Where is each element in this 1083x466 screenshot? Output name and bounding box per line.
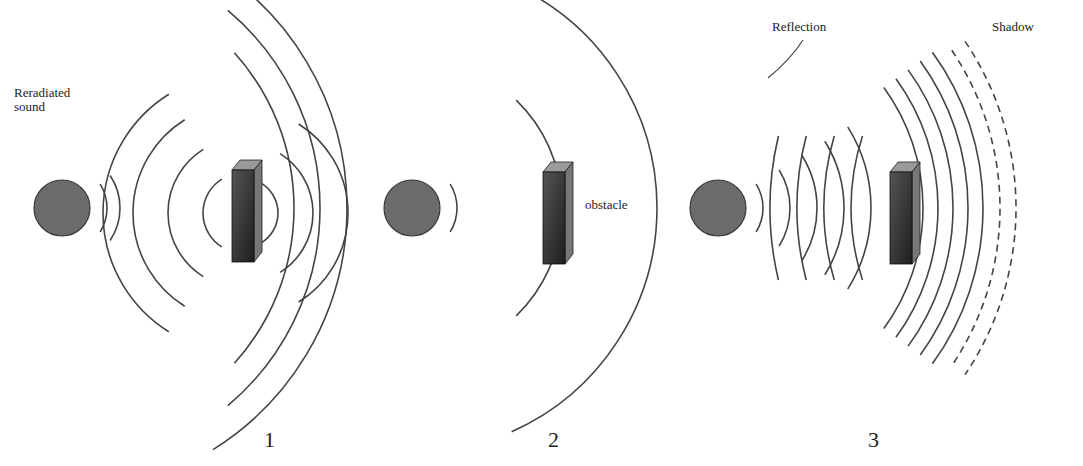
wave-front	[110, 176, 120, 241]
wave-front	[797, 136, 806, 280]
sound-source	[384, 180, 440, 236]
wave-front	[851, 136, 863, 280]
wave-front	[756, 184, 763, 232]
wave-front	[770, 136, 778, 280]
wave-front	[133, 120, 185, 307]
wave-label: Reradiated sound	[12, 86, 90, 115]
wave-front	[884, 88, 923, 329]
wave-front	[299, 124, 348, 302]
panel-number: 1	[262, 428, 277, 452]
wave-front	[512, 0, 657, 432]
panel-number: 2	[546, 428, 561, 452]
wave-front	[932, 52, 983, 364]
wave-front	[203, 179, 222, 247]
obstacle-label: obstacle	[583, 198, 630, 212]
wave-front	[168, 149, 203, 276]
wave-front	[824, 136, 834, 280]
wave-front	[802, 156, 817, 261]
wave-front	[965, 41, 1016, 374]
sound-source	[690, 180, 746, 236]
wave-front	[920, 61, 968, 355]
obstacle-block	[232, 160, 262, 262]
wave-front	[280, 154, 313, 273]
sound-source	[34, 180, 90, 236]
wave-front	[908, 70, 953, 346]
wave-front	[228, 10, 320, 405]
leader-line	[768, 40, 803, 78]
wave-front	[450, 184, 457, 232]
wave-front	[779, 170, 790, 246]
wave-front	[103, 94, 169, 331]
wave-label: Reflection	[770, 20, 828, 34]
obstacle-block	[890, 162, 920, 264]
wave-front	[262, 183, 278, 242]
obstacle-block	[543, 162, 573, 264]
wave-label: Shadow	[990, 20, 1036, 34]
wave-front	[952, 50, 1000, 365]
wave-front	[848, 127, 871, 289]
panel-number: 3	[866, 428, 881, 452]
wave-front	[213, 0, 347, 450]
